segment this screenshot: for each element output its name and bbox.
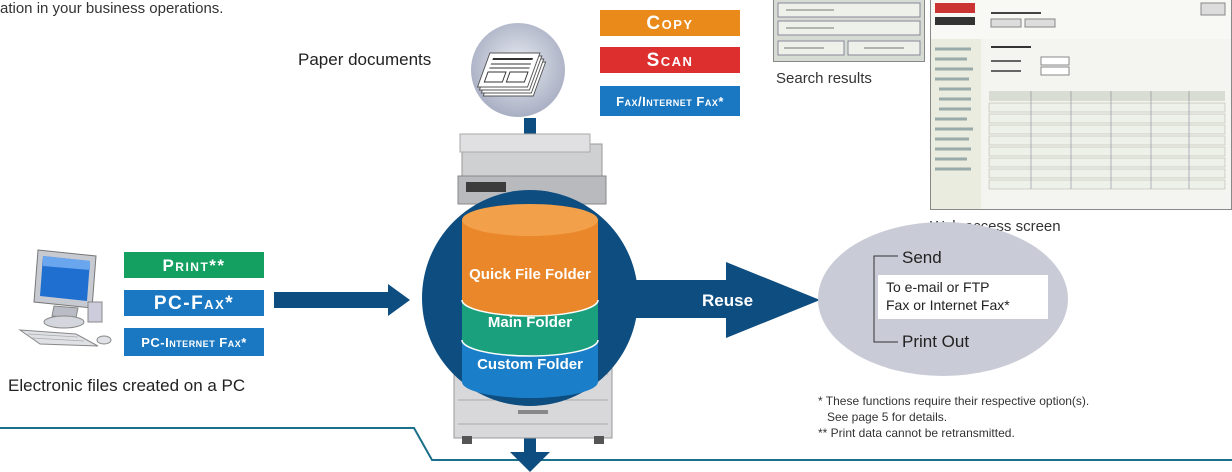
paper-documents-caption: Paper documents	[298, 50, 432, 69]
scan-label: Scan	[600, 47, 740, 73]
electronic-files-caption: Electronic files created on a PC	[8, 376, 246, 395]
copy-label: Copy	[600, 10, 740, 36]
search-results-caption: Search results	[776, 70, 872, 87]
send-destinations-box: To e-mail or FTP Fax or Internet Fax*	[878, 275, 1048, 319]
paper-stack-icon	[470, 22, 566, 118]
send-fax: Fax or Internet Fax*	[886, 297, 1010, 313]
send-title: Send	[902, 248, 942, 267]
reuse-label: Reuse	[702, 291, 754, 310]
footnote-1: * These functions require their respecti…	[818, 394, 1090, 408]
intro-text: ation in your business operations.	[0, 0, 224, 17]
desktop-pc-icon	[18, 246, 118, 354]
print-label: Print**	[124, 252, 264, 278]
print-out-label: Print Out	[902, 332, 970, 351]
footnote-2: ** Print data cannot be retransmitted.	[818, 426, 1015, 440]
footnotes: * These functions require their respecti…	[818, 393, 1089, 441]
pc-fax-label: PC-Fax*	[124, 290, 264, 316]
web-access-thumbnail	[930, 0, 1232, 210]
footnote-1-cont: See page 5 for details.	[827, 410, 948, 424]
search-results-thumbnail	[773, 0, 925, 62]
main-folder-label: Main Folder	[487, 314, 573, 331]
quick-file-folder-label: Quick File Folder	[469, 266, 591, 283]
custom-folder-label: Custom Folder	[477, 356, 583, 373]
pc-internet-fax-label: PC-Internet Fax*	[124, 328, 264, 356]
send-email-ftp: To e-mail or FTP	[886, 279, 990, 295]
fax-label: Fax/Internet Fax*	[600, 86, 740, 116]
